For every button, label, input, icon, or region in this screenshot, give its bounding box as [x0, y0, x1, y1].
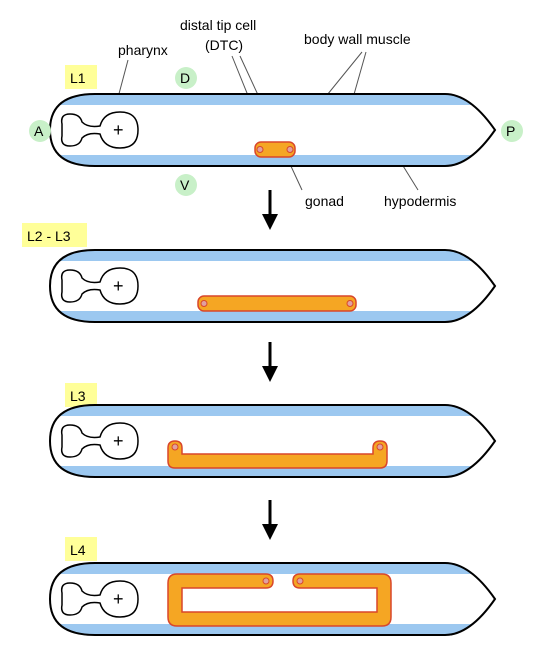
stage-tag-l1: L1 [70, 70, 86, 86]
stage-l4: L4 + [48, 537, 497, 636]
stage-tag-l1-bg [65, 65, 97, 89]
dtc-label-line1: distal tip cell [180, 17, 256, 33]
stage-l1: L1 + A P D V gonad hy [29, 65, 523, 209]
pharynx-plus-l2-l3: + [113, 276, 124, 296]
gonad-l1 [254, 141, 296, 158]
worm-body-l3: + [48, 404, 497, 478]
dtc-left-l3 [171, 443, 179, 451]
anterior-label: A [34, 123, 44, 139]
body-wall-muscle-label: body wall muscle [304, 31, 411, 47]
stage-tag-l2-l3-bg [22, 223, 87, 247]
gonad-label: gonad [305, 193, 344, 209]
dorsal-label: D [180, 70, 190, 86]
dtc-right-l4 [296, 577, 304, 585]
dtc-right-l1 [286, 146, 294, 153]
ventral-marker [175, 174, 197, 196]
stage-l3: L3 + [48, 383, 497, 478]
gonad-l2-l3 [197, 295, 357, 312]
dorsal-marker [175, 67, 197, 89]
dtc-right-l2-l3 [346, 300, 354, 307]
pharynx-plus-l4: + [113, 589, 124, 609]
gonad-l4 [167, 573, 392, 627]
dtc-left-l4 [262, 577, 270, 585]
gonad-l3 [167, 440, 388, 469]
worm-body-l2-l3: + [48, 249, 497, 323]
muscle-leader-line-1 [322, 51, 363, 101]
ventral-label: V [180, 177, 190, 193]
pharynx-label: pharynx [118, 42, 168, 58]
ventral-muscle-l1 [50, 155, 495, 166]
dtc-left-l1 [256, 146, 264, 153]
worm-body-l4: + [48, 562, 497, 636]
arrow-1 [262, 190, 278, 230]
stage-l2-l3: L2 - L3 + [22, 223, 497, 323]
stage-tag-l4: L4 [70, 542, 86, 558]
arrow-2 [262, 342, 278, 382]
stage-tag-l3-bg [65, 383, 97, 407]
hypodermis-label: hypodermis [384, 193, 456, 209]
arrow-3 [262, 500, 278, 540]
anterior-marker [29, 120, 51, 142]
dtc-right-l3 [376, 443, 384, 451]
posterior-marker [501, 120, 523, 142]
worm-body-l1 [48, 93, 497, 167]
dtc-left-l2-l3 [200, 300, 208, 307]
pharynx-l1: + [60, 111, 139, 149]
pharynx-plus-l1: + [113, 120, 124, 140]
stage-tag-l2-l3: L2 - L3 [27, 228, 71, 244]
posterior-label: P [506, 123, 515, 139]
pharynx-plus-l3: + [113, 431, 124, 451]
stage-tag-l3: L3 [70, 388, 86, 404]
dorsal-muscle-l1 [50, 94, 495, 105]
dtc-label-line2: (DTC) [205, 37, 243, 53]
stage-tag-l4-bg [65, 537, 97, 561]
